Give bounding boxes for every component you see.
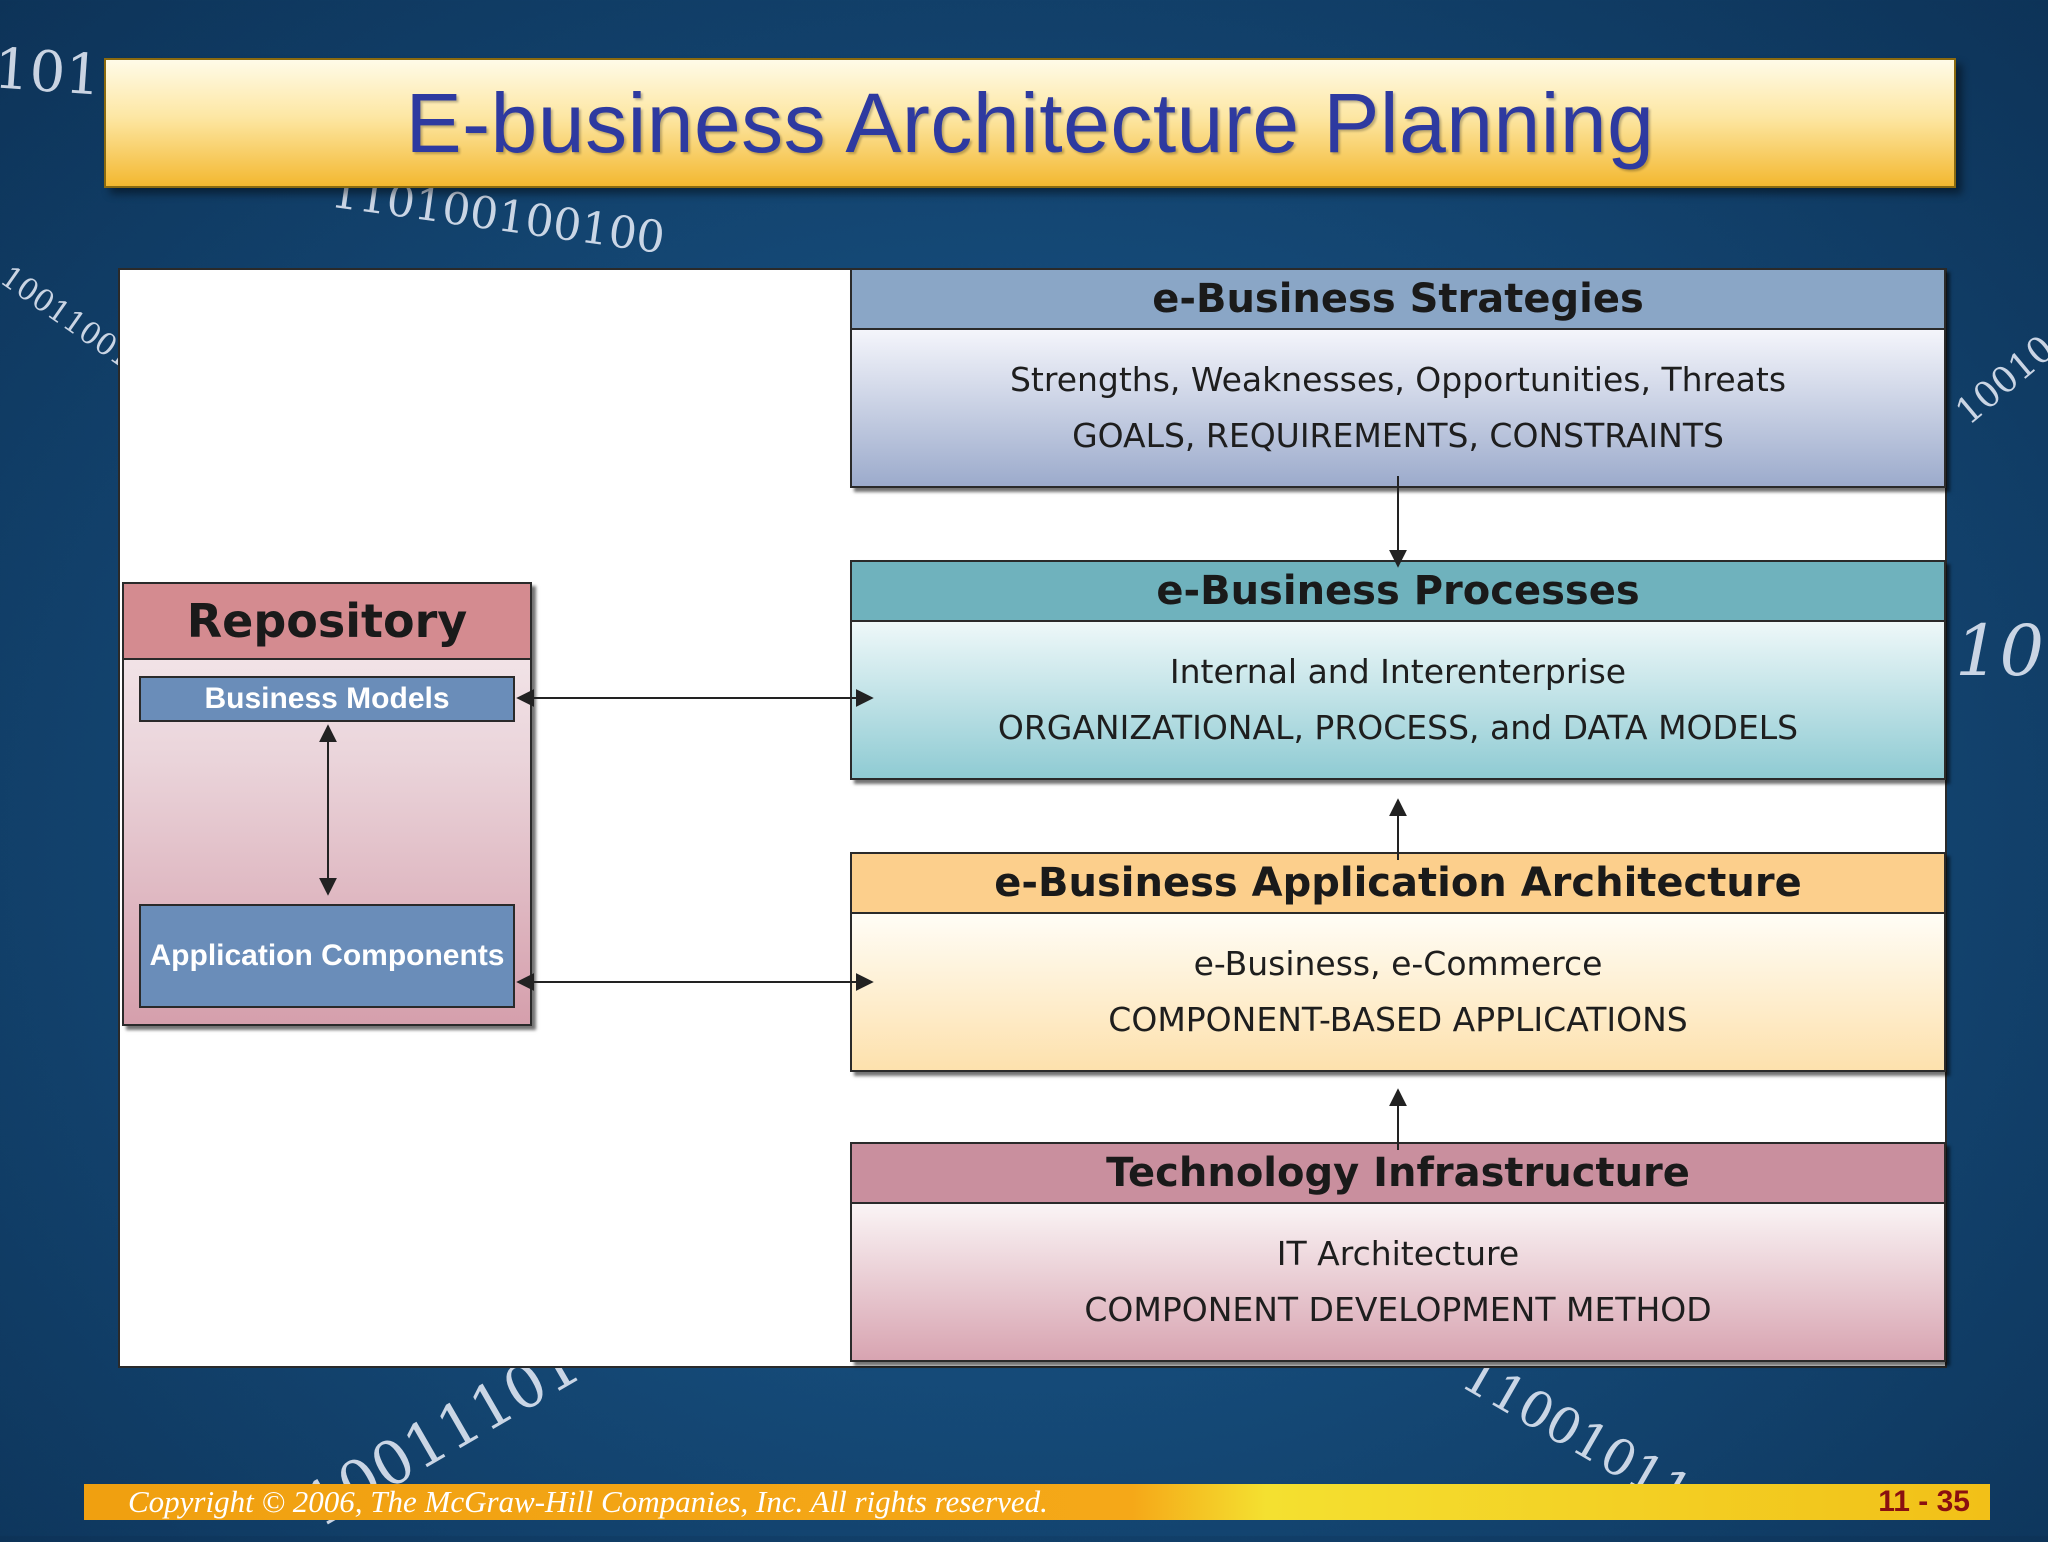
application-components-box: Application Components: [139, 904, 515, 1008]
repository-title: Repository: [124, 584, 530, 660]
technology-infrastructure-title: Technology Infrastructure: [852, 1144, 1944, 1204]
binary-decoration: 10: [1955, 610, 2045, 692]
business-models-box: Business Models: [139, 676, 515, 722]
application-architecture-title: e-Business Application Architecture: [852, 854, 1944, 914]
application-architecture-line-2: COMPONENT-BASED APPLICATIONS: [1108, 1000, 1688, 1039]
copyright-text: Copyright © 2006, The McGraw-Hill Compan…: [128, 1484, 1048, 1519]
technology-infrastructure-line-1: IT Architecture: [1276, 1234, 1520, 1273]
processes-layer: e-Business Processes Internal and Intere…: [850, 560, 1946, 780]
diagram-arrows: [319, 476, 1407, 1150]
page-number: 11 - 35: [1878, 1485, 1970, 1518]
diagram-canvas: Repository Business Models Application C…: [118, 268, 1947, 1368]
repository-box: Repository Business Models Application C…: [122, 582, 532, 1026]
application-architecture-line-1: e-Business, e-Commerce: [1193, 944, 1603, 983]
processes-line-1: Internal and Interenterprise: [1169, 652, 1627, 691]
slide-footer: Copyright © 2006, The McGraw-Hill Compan…: [84, 1484, 1990, 1520]
slide-title: E-business Architecture Planning: [405, 75, 1655, 170]
processes-title: e-Business Processes: [852, 562, 1944, 622]
strategies-layer: e-Business Strategies Strengths, Weaknes…: [850, 268, 1946, 488]
strategies-title: e-Business Strategies: [852, 270, 1944, 330]
binary-decoration: 10010: [1948, 327, 2048, 434]
technology-infrastructure-layer: Technology Infrastructure IT Architectur…: [850, 1142, 1946, 1362]
processes-line-2: ORGANIZATIONAL, PROCESS, and DATA MODELS: [997, 708, 1799, 747]
technology-infrastructure-line-2: COMPONENT DEVELOPMENT METHOD: [1084, 1290, 1712, 1329]
strategies-line-1: Strengths, Weaknesses, Opportunities, Th…: [1009, 360, 1787, 399]
binary-decoration: 101: [0, 36, 104, 109]
application-architecture-layer: e-Business Application Architecture e-Bu…: [850, 852, 1946, 1072]
slide-title-bar: E-business Architecture Planning: [104, 58, 1956, 188]
strategies-line-2: GOALS, REQUIREMENTS, CONSTRAINTS: [1072, 416, 1724, 455]
